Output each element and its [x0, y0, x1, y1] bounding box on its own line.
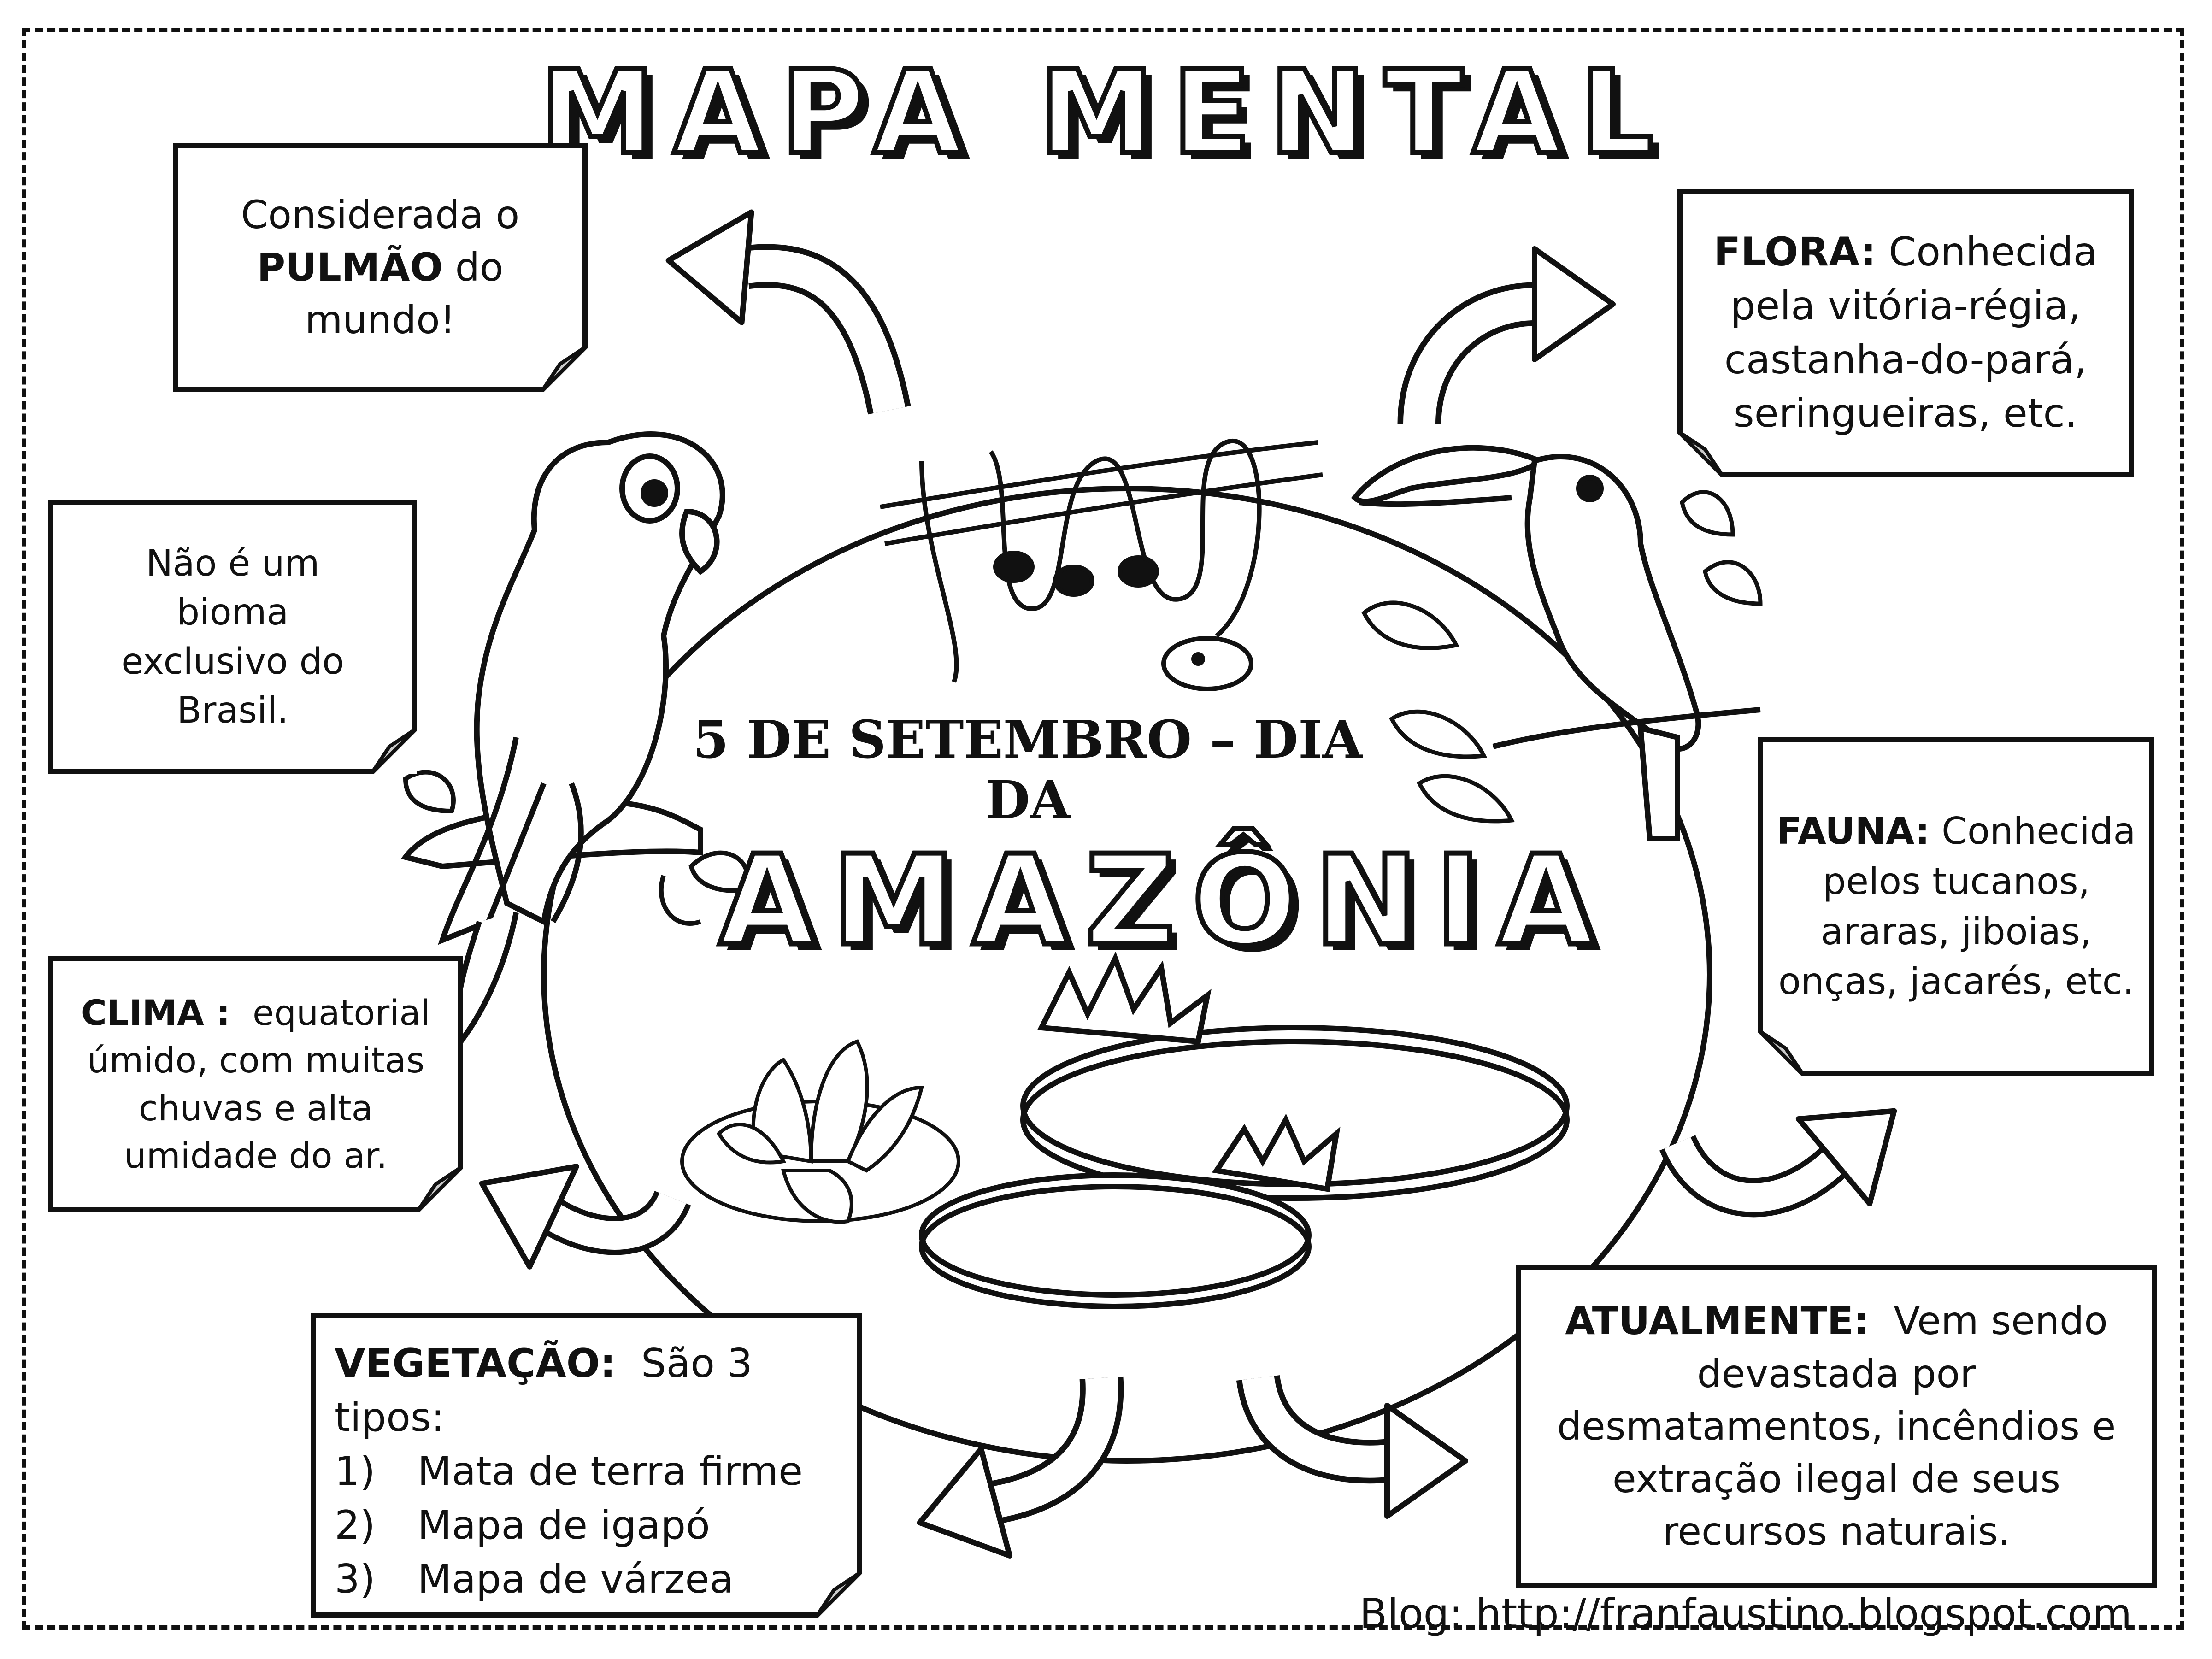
dashed-border: [22, 28, 2184, 1630]
fauna-l1: Conhecida: [1941, 809, 2136, 853]
note-fauna: FAUNA: Conhecida pelos tucanos, araras, …: [1758, 737, 2154, 1076]
note-atualmente: ATUALMENTE: Vem sendo devastada por desm…: [1516, 1265, 2157, 1588]
blog-link[interactable]: Blog: http://franfaustino.blogspot.com: [1359, 1590, 2132, 1637]
lotus-illustration: [680, 1039, 960, 1224]
page-title: MAPA MENTAL: [538, 46, 1672, 180]
page-curl-icon: [371, 728, 417, 774]
arrow-to-vegetacao: [906, 1376, 1124, 1576]
clima-l1: equatorial: [253, 992, 431, 1033]
snake-illustration: [880, 439, 1323, 691]
flora-l4: seringueiras, etc.: [1733, 390, 2078, 437]
fauna-l3: araras, jiboias,: [1821, 910, 2092, 953]
atualmente-l1: Vem sendo: [1894, 1298, 2108, 1344]
page-curl-icon: [1758, 1030, 1804, 1076]
fauna-l2: pelos tucanos,: [1822, 859, 2090, 903]
arrow-to-atualmente: [1236, 1374, 1465, 1516]
bioma-l2: bioma: [176, 592, 289, 634]
vegetacao-intro: São 3 tipos:: [335, 1341, 753, 1441]
pulmao-pre: Considerada o: [241, 192, 520, 237]
pulmao-post: do: [455, 244, 504, 290]
page-curl-icon: [541, 346, 588, 392]
list-item: 1)Mata de terra firme: [335, 1448, 803, 1494]
arrow-to-flora: [1397, 249, 1613, 425]
leaves-left: [403, 770, 751, 926]
atualmente-l5: recursos naturais.: [1662, 1509, 2011, 1554]
center-title: AMAZÔNIA: [717, 828, 1611, 973]
center-subtitle: 5 DE SETEMBRO – DIA DA: [693, 710, 1363, 830]
note-clima: CLIMA : equatorial úmido, com muitas chu…: [48, 956, 463, 1212]
atualmente-label: ATUALMENTE:: [1565, 1298, 1869, 1344]
pulmao-bold: PULMÃO: [257, 244, 443, 290]
flora-l1: Conhecida: [1888, 229, 2098, 275]
atualmente-l4: extração ilegal de seus: [1612, 1456, 2060, 1502]
clima-l3: chuvas e alta: [138, 1087, 373, 1129]
clima-l4: umidade do ar.: [124, 1135, 388, 1176]
vegetacao-label: VEGETAÇÃO:: [335, 1341, 616, 1387]
bioma-l1: Não é um: [146, 543, 320, 585]
list-item: 2)Mapa de igapó: [335, 1502, 710, 1548]
flora-label: FLORA:: [1713, 229, 1876, 275]
flora-l2: pela vitória-régia,: [1730, 282, 2081, 329]
page-curl-icon: [1677, 431, 1724, 477]
leaves-right: [1361, 490, 1763, 824]
bioma-l3: exclusivo do: [121, 641, 344, 682]
toucan-illustration: [1351, 445, 1761, 841]
bioma-l4: Brasil.: [176, 689, 289, 731]
atualmente-l2: devastada por: [1697, 1351, 1976, 1396]
arrow-to-pulmao: [664, 206, 911, 415]
list-item: 3)Mapa de várzea: [335, 1556, 734, 1602]
arrow-to-clima: [459, 1133, 691, 1266]
note-pulmao: Considerada o PULMÃO do mundo!: [173, 143, 588, 392]
page-curl-icon: [816, 1571, 862, 1618]
pulmao-line3: mundo!: [305, 297, 456, 343]
note-flora: FLORA: Conhecida pela vitória-régia, cas…: [1677, 189, 2134, 477]
clima-l2: úmido, com muitas: [87, 1040, 425, 1081]
note-vegetacao: VEGETAÇÃO: São 3 tipos: 1)Mata de terra …: [311, 1313, 862, 1618]
note-bioma: Não é um bioma exclusivo do Brasil.: [48, 500, 417, 774]
fauna-label: FAUNA:: [1777, 809, 1930, 853]
parrot-illustration: [400, 431, 725, 1047]
lily-pads-illustration: [919, 951, 1570, 1309]
fauna-l4: onças, jacarés, etc.: [1778, 960, 2135, 1003]
flora-l3: castanha-do-pará,: [1724, 336, 2087, 383]
arrow-to-fauna: [1659, 1069, 1930, 1218]
clima-label: CLIMA :: [81, 992, 230, 1033]
page-curl-icon: [417, 1166, 463, 1212]
atualmente-l3: desmatamentos, incêndios e: [1557, 1403, 2116, 1449]
